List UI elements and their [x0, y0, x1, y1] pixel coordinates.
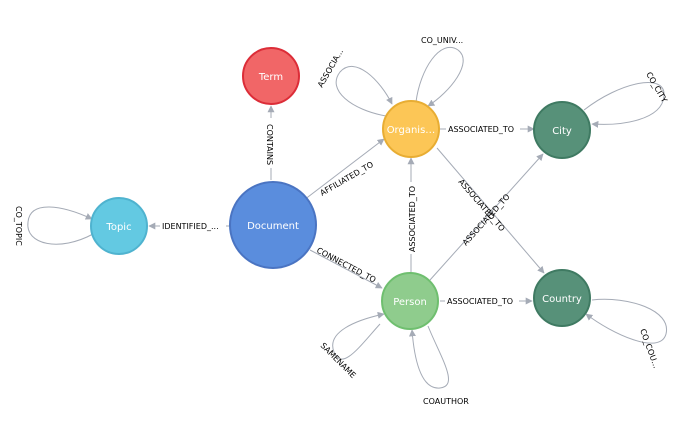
edge-person-city[interactable]: ASSOCIATED_TO — [429, 153, 544, 281]
loop-label-coauthor: COAUTHOR — [423, 397, 469, 406]
edge-connected[interactable]: CONNECTED_TO — [309, 246, 383, 289]
node-circle-person — [381, 272, 439, 330]
loop-samename[interactable]: SAMENAME — [319, 311, 385, 380]
edge-org-city[interactable]: ASSOCIATED_TO — [440, 123, 535, 135]
loop-label-co-topic: CO_TOPIC — [14, 206, 23, 246]
edge-affiliated[interactable]: AFFILIATED_TO — [303, 138, 385, 201]
loop-label-co-city: CO_CITY — [644, 71, 669, 105]
edge-identified[interactable]: IDENTIFIED_... — [148, 220, 230, 232]
loop-co-country[interactable]: CO_COU... — [585, 298, 667, 370]
loop-co-univ[interactable]: CO_UNIV... — [415, 36, 464, 107]
loop-co-topic[interactable]: CO_TOPIC — [14, 206, 94, 246]
loop-label-org-assoc: ASSOCIA... — [316, 47, 345, 89]
loop-label-samename: SAMENAME — [319, 341, 358, 380]
node-topic[interactable]: Topic — [90, 197, 148, 255]
edge-label-connected: CONNECTED_TO — [315, 246, 377, 285]
edge-label-person-city: ASSOCIATED_TO — [461, 192, 512, 247]
node-circle-country — [533, 269, 591, 327]
loop-coauthor[interactable]: COAUTHOR — [408, 325, 469, 406]
edge-label-identified: IDENTIFIED_... — [162, 222, 219, 231]
node-organisation[interactable]: Organis… — [382, 100, 440, 158]
edge-label-org-city: ASSOCIATED_TO — [448, 125, 514, 134]
node-label-document: Document — [247, 221, 299, 232]
loop-co-city[interactable]: CO_CITY — [583, 71, 669, 128]
edge-label-contains: CONTAINS — [265, 124, 274, 165]
node-label-country: Country — [542, 294, 582, 305]
edge-person-country[interactable]: ASSOCIATED_TO — [440, 295, 533, 307]
node-label-city: City — [552, 126, 572, 137]
loop-label-co-country: CO_COU... — [638, 328, 661, 370]
node-circle-organisation — [382, 100, 440, 158]
node-circle-term — [242, 47, 300, 105]
node-circle-topic — [90, 197, 148, 255]
loop-org-assoc[interactable]: ASSOCIA... — [316, 47, 393, 117]
edge-label-affiliated: AFFILIATED_TO — [319, 160, 375, 198]
node-circle-document — [229, 181, 317, 269]
node-label-organisation: Organis… — [387, 125, 436, 136]
edge-label-person-org: ASSOCIATED_TO — [408, 186, 417, 252]
edge-person-org[interactable]: ASSOCIATED_TO — [405, 157, 417, 273]
node-label-person: Person — [393, 297, 427, 308]
edge-contains[interactable]: CONTAINS — [265, 105, 277, 180]
node-label-topic: Topic — [105, 222, 131, 233]
edge-label-person-country: ASSOCIATED_TO — [447, 297, 513, 306]
node-person[interactable]: Person — [381, 272, 439, 330]
node-city[interactable]: City — [533, 101, 591, 159]
node-label-term: Term — [258, 72, 283, 83]
node-term[interactable]: Term — [242, 47, 300, 105]
node-country[interactable]: Country — [533, 269, 591, 327]
loop-label-co-univ: CO_UNIV... — [421, 36, 463, 45]
node-circle-city — [533, 101, 591, 159]
node-document[interactable]: Document — [229, 181, 317, 269]
